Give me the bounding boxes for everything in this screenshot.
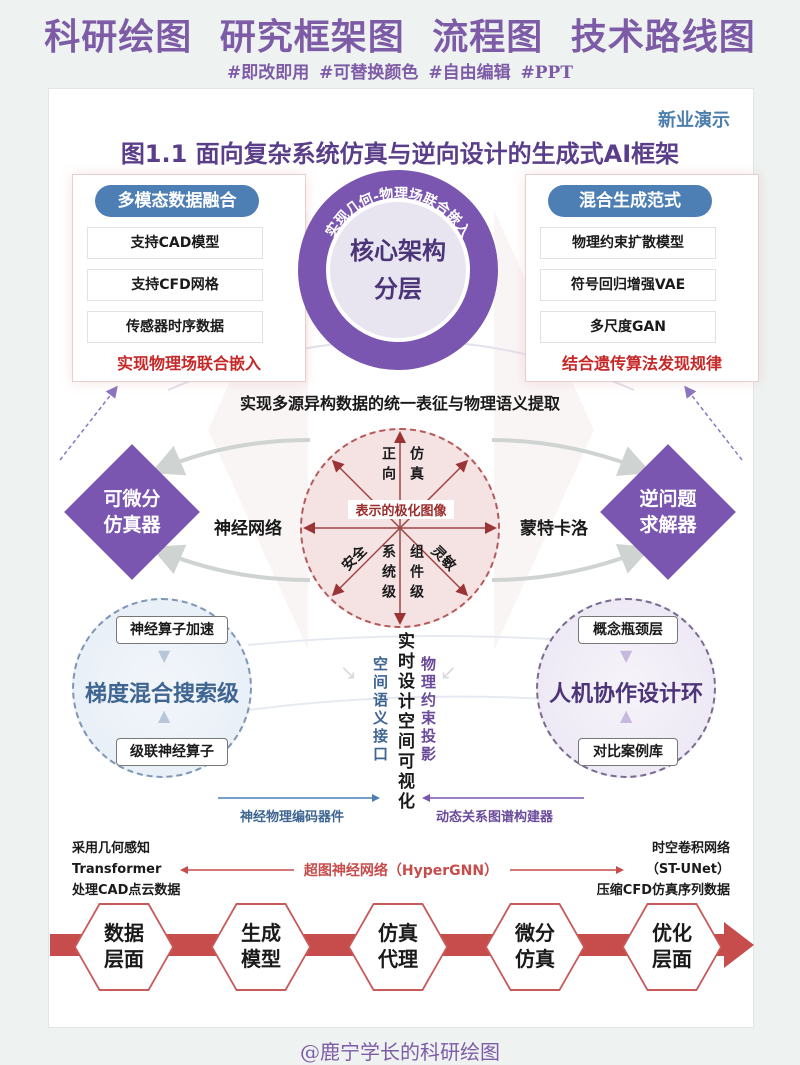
concept-bottleneck-tag: 概念瓶颈层 (578, 616, 678, 644)
pipeline-arrow-head (724, 922, 754, 968)
panel-item: 支持CAD模型 (87, 227, 263, 259)
diamond-line: 求解器 (639, 514, 697, 536)
polar-center-label: 表示的极化图像 (348, 500, 454, 519)
arrow-up-icon: ▲ (620, 706, 633, 725)
core-label-line1: 核心架构 (350, 237, 446, 265)
cascade-operator-tag: 级联神经算子 (116, 738, 228, 766)
arrow-diag-icon: ↙ (440, 660, 457, 684)
step-line: 仿真 (378, 921, 418, 945)
note-line: 时空卷积网络 (651, 841, 730, 856)
hybrid-generation-panel: 混合生成范式 物理约束扩散模型 符号回归增强VAE 多尺度GAN 结合遗传算法发… (525, 174, 759, 382)
realtime-design-visualization: 实时设计空间可视化 (394, 632, 414, 812)
arrow-down-icon: ▼ (620, 646, 633, 665)
right-side-note: 时空卷积网络 （ST-UNet） 压缩CFD仿真序列数据 (580, 838, 730, 901)
polar-forward-label: 正向 (380, 446, 396, 486)
panel-footer: 实现物理场联合嵌入 (116, 354, 261, 373)
graph-builder-arrow (422, 794, 584, 802)
pipeline-step-2: 生成模型 (211, 920, 311, 972)
note-line: Transformer (72, 862, 162, 877)
core-label: 核心架构 分层 (326, 232, 470, 308)
pipeline-step-4: 微分仿真 (485, 920, 585, 972)
neural-operator-accel-tag: 神经算子加速 (116, 616, 228, 644)
panel-item: 支持CFD网格 (87, 269, 263, 301)
neural-network-label: 神经网络 (214, 519, 282, 539)
differentiable-simulator-label: 可微分 仿真器 (82, 486, 182, 538)
inverse-solver-label: 逆问题 求解器 (618, 486, 718, 538)
pipeline-step-1: 数据层面 (74, 920, 174, 972)
note-line: 处理CAD点云数据 (72, 883, 181, 898)
brand-label: 新业演示 (658, 110, 730, 131)
step-line: 微分 (515, 921, 555, 945)
polar-system-level-label: 系统级 (380, 544, 396, 604)
gradient-search-label: 梯度混合搜索级 (84, 682, 239, 707)
core-inner (326, 198, 470, 342)
page-header-title: 科研绘图 研究框架图 流程图 技术路线图 (44, 16, 756, 58)
multimodal-fusion-panel: 多模态数据融合 支持CAD模型 支持CFD网格 传感器时序数据 实现物理场联合嵌… (72, 174, 306, 382)
polar-simulation-label: 仿真 (408, 446, 424, 486)
step-line: 仿真 (515, 947, 555, 971)
graph-builder-label: 动态关系图谱构建器 (436, 810, 554, 825)
pipeline-hex-fill (624, 905, 720, 989)
panel-title: 多模态数据融合 (95, 185, 259, 217)
polar-axes (303, 431, 497, 625)
arrow-diag-icon: ↘ (340, 660, 357, 684)
step-line: 优化 (652, 921, 692, 945)
step-line: 数据 (104, 921, 144, 945)
panel-item: 物理约束扩散模型 (540, 227, 716, 259)
step-line: 模型 (241, 947, 281, 971)
step-line: 代理 (378, 947, 418, 971)
diamond-line: 逆问题 (639, 488, 697, 510)
encoder-arrow (218, 794, 380, 802)
page-header-tags: #即改即用 #可替换颜色 #自由编辑 #PPT (227, 63, 573, 83)
left-side-note: 采用几何感知 Transformer 处理CAD点云数据 (72, 838, 180, 901)
hypergnn-label: 超图神经网络（HyperGNN） (303, 863, 499, 879)
step-line: 层面 (104, 947, 144, 971)
core-label-line2: 分层 (374, 275, 422, 303)
diamond-line: 可微分 (103, 488, 161, 510)
note-line: 采用几何感知 (72, 841, 151, 856)
note-line: 压缩CFD仿真序列数据 (596, 883, 730, 898)
unified-representation-label: 实现多源异构数据的统一表征与物理语义提取 (239, 394, 560, 413)
spatial-semantic-interface: 空间语义接口 (371, 656, 389, 764)
pipeline-hex-fill (487, 905, 583, 989)
pipeline-step-5: 优化层面 (622, 920, 722, 972)
pipeline-hex-fill (213, 905, 309, 989)
panel-item: 传感器时序数据 (87, 311, 263, 343)
panel-footer: 结合遗传算法发现规律 (561, 354, 722, 373)
pipeline-hex-fill (76, 905, 172, 989)
note-line: （ST-UNet） (645, 862, 730, 877)
contrast-case-tag: 对比案例库 (578, 738, 678, 766)
arrow-up-icon: ▲ (158, 706, 171, 725)
encoder-label: 神经物理编码器件 (240, 810, 345, 825)
hypergnn-arrow (180, 866, 624, 874)
figure-title: 图1.1 面向复杂系统仿真与逆向设计的生成式AI框架 (120, 140, 680, 168)
pipeline-hex-fill (350, 905, 446, 989)
footer-credit: @鹿宁学长的科研绘图 (300, 1040, 500, 1064)
polar-component-level-label: 组件级 (408, 544, 424, 604)
pipeline-step-3: 仿真代理 (348, 920, 448, 972)
step-line: 生成 (241, 921, 281, 945)
diamond-line: 仿真器 (103, 514, 161, 536)
panel-item: 多尺度GAN (540, 311, 716, 343)
monte-carlo-label: 蒙特卡洛 (520, 519, 588, 539)
arrow-down-icon: ▼ (158, 646, 171, 665)
step-line: 层面 (652, 947, 692, 971)
panel-item: 符号回归增强VAE (540, 269, 716, 301)
panel-title: 混合生成范式 (548, 185, 712, 217)
physics-constraint-projection: 物理约束投影 (419, 656, 437, 764)
human-ai-loop-label: 人机协作设计环 (548, 682, 703, 707)
